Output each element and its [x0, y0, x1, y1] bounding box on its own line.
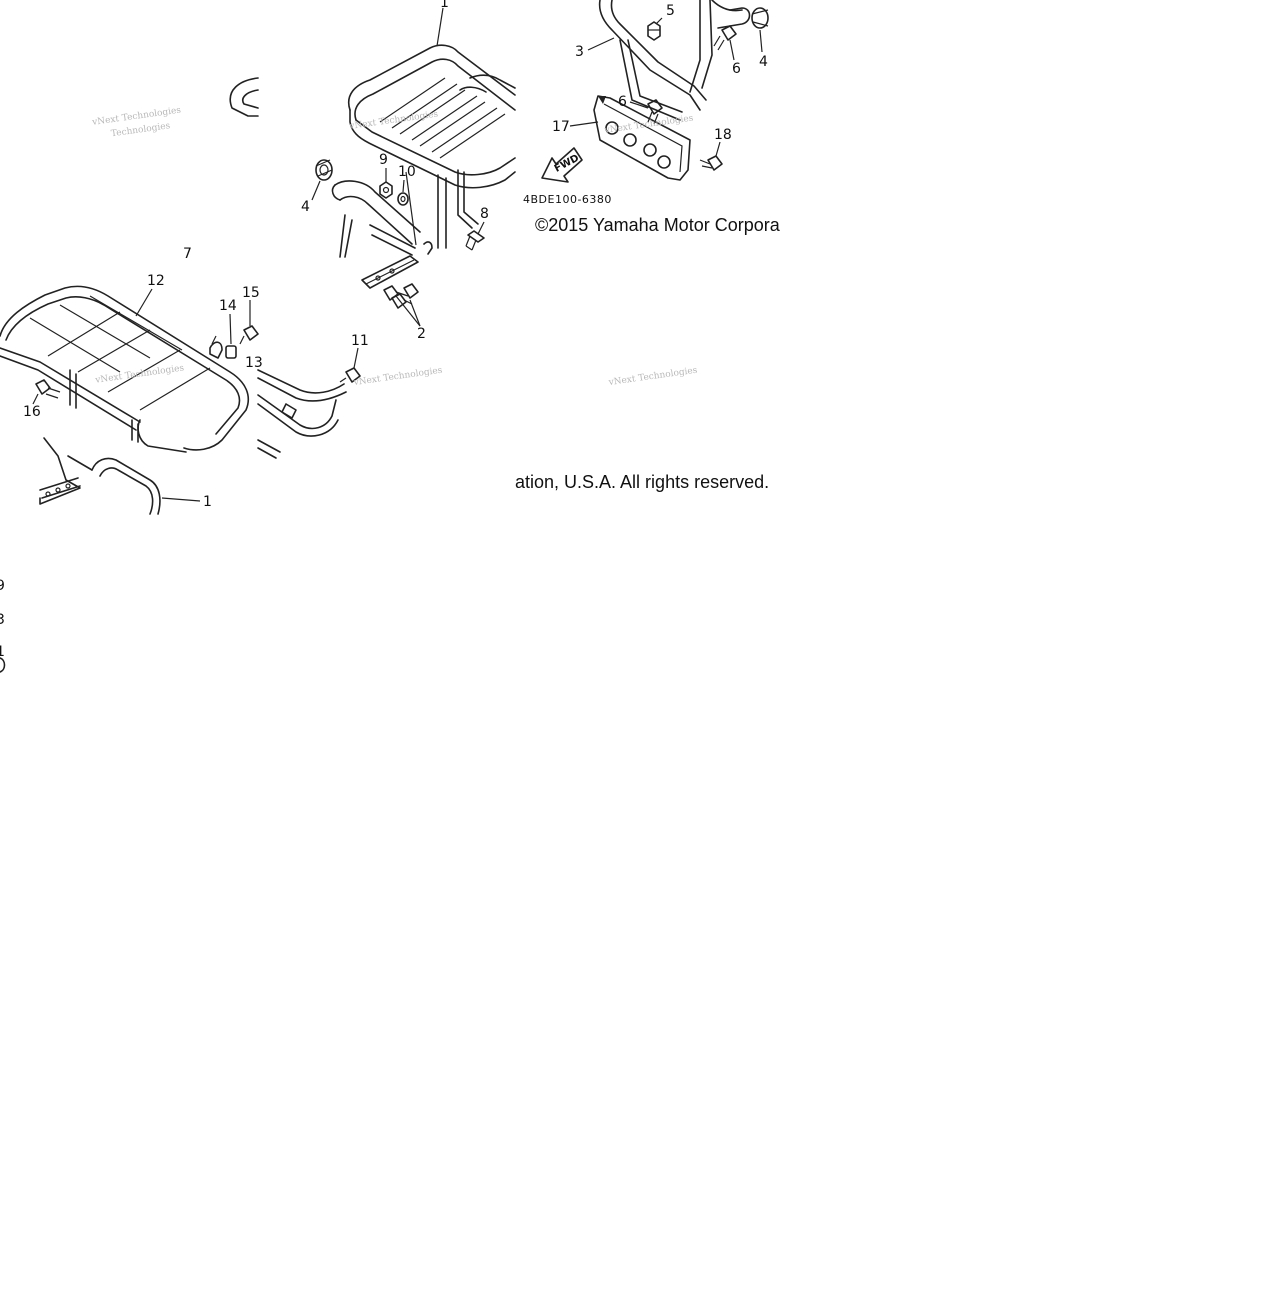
- grip-4-left: [315, 159, 333, 181]
- tile-front-guard: FWD 5 3 6 4 6 17 18 4BDE100-6380 ©2015 Y…: [523, 0, 781, 235]
- skid-plate-17: [593, 95, 691, 181]
- front-guard-frame: [598, 0, 707, 111]
- tile-copyright: ation, U.S.A. All rights reserved.: [515, 472, 769, 492]
- nut-9: [379, 181, 393, 199]
- watermark-6: vNext Technologies: [607, 366, 698, 389]
- callout-13: 13: [245, 355, 263, 371]
- edge-fragment-2: 3: [0, 612, 5, 628]
- carrier-rack-12: [0, 285, 250, 451]
- callout-10: 10: [398, 164, 416, 180]
- copyright-line-1: ©2015 Yamaha Motor Corpora: [535, 215, 781, 235]
- callout-4-right: 4: [759, 54, 768, 70]
- bolt-8: [465, 230, 485, 251]
- bolt-16: [35, 379, 61, 399]
- rear-rack-frame: [348, 44, 516, 111]
- callout-4-left: 4: [301, 199, 310, 215]
- edge-fragment-1: 9: [0, 578, 5, 594]
- callout-8: 8: [480, 206, 489, 222]
- callout-9: 9: [379, 152, 388, 168]
- bolt-18: [699, 155, 723, 171]
- callout-18: 18: [714, 127, 732, 143]
- edge-fragment-3: 1: [0, 644, 5, 660]
- callout-16: 16: [23, 404, 41, 420]
- callout-15: 15: [242, 285, 260, 301]
- collar-14: [225, 345, 237, 359]
- diagram-code: 4BDE100-6380: [523, 193, 612, 206]
- tile-rear-rack-side: 7 12 14 15 13 16 1: [0, 246, 263, 515]
- callout-6-lower: 6: [618, 94, 627, 110]
- watermark-5: vNext Technologies: [352, 366, 443, 389]
- tile-rear-rack-top: 1 9 10 4 8: [229, 0, 516, 258]
- nut-5: [647, 21, 661, 41]
- tile-bracket: 11 2: [257, 255, 426, 459]
- copyright-line-2: ation, U.S.A. All rights reserved.: [515, 472, 769, 492]
- fwd-arrow-icon: FWD: [541, 147, 583, 183]
- callout-11: 11: [351, 333, 369, 349]
- callout-6-upper: 6: [732, 61, 741, 77]
- callout-1: 1: [203, 494, 212, 510]
- bolt-11: [339, 367, 361, 383]
- grab-bar-tube: [334, 180, 421, 245]
- watermark-4: vNext Technologies: [94, 363, 185, 386]
- edge-fragments: 9 3 1: [0, 578, 6, 673]
- callout-2: 2: [417, 326, 426, 342]
- bolt-2-c: [403, 283, 419, 299]
- bolt-2-a: [383, 285, 409, 301]
- bolt-15: [239, 325, 259, 345]
- bolt-6-upper: [713, 25, 737, 51]
- callout-1-top: 1: [440, 0, 449, 11]
- grip-4-right: [751, 7, 769, 29]
- callout-12: 12: [147, 273, 165, 289]
- bracket-plate: [361, 255, 419, 289]
- washer-10: [397, 192, 409, 206]
- callout-7: 7: [183, 246, 192, 262]
- callout-5: 5: [666, 3, 675, 19]
- fwd-label: FWD: [553, 153, 581, 175]
- callout-3: 3: [575, 44, 584, 60]
- callout-14: 14: [219, 298, 237, 314]
- callout-17: 17: [552, 119, 570, 135]
- watermark-3: vNext Technologies: [603, 113, 694, 136]
